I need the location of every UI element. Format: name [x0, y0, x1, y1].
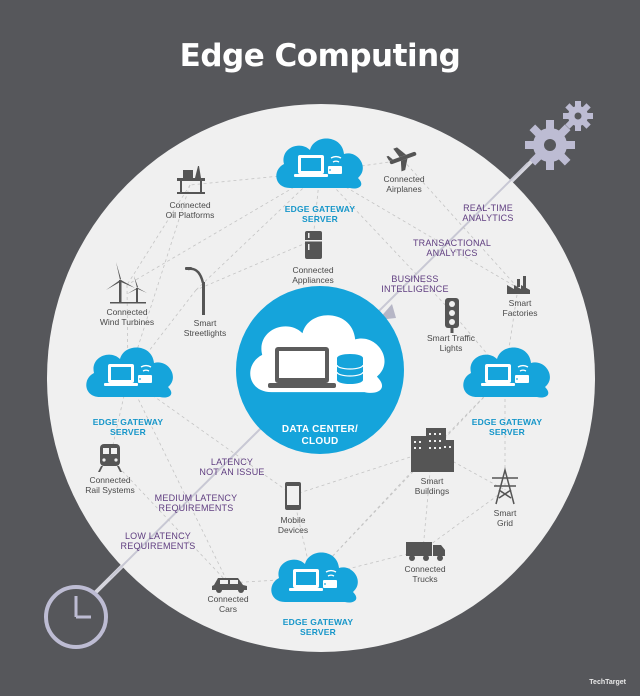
gateway-label-top: EDGE GATEWAY SERVER	[284, 204, 356, 224]
page-title: Edge Computing	[179, 38, 461, 74]
server-icon	[336, 354, 364, 384]
laptop-icon	[268, 347, 336, 388]
gateway-label-bottom: EDGE GATEWAY SERVER	[282, 617, 354, 637]
traffic-lights-label: Smart Traffic Lights	[426, 333, 476, 353]
factory-icon	[507, 276, 530, 294]
gear-icon	[525, 101, 593, 170]
trucks-label: Connected Trucks	[404, 564, 446, 584]
rail-systems-label: Connected Rail Systems	[85, 475, 135, 495]
oil-platform-icon	[177, 166, 205, 194]
business-intelligence-label: BUSINESS INTELLIGENCE	[381, 274, 449, 294]
grid-label: Smart Grid	[493, 508, 517, 528]
wind-turbines-label: Connected Wind Turbines	[99, 307, 155, 327]
cars-label: Connected Cars	[207, 594, 249, 614]
airplane-icon	[386, 147, 417, 172]
data-center-label: DATA CENTER/ CLOUD	[281, 424, 359, 447]
oil-platforms-label: Connected Oil Platforms	[165, 200, 215, 220]
buildings-label: Smart Buildings	[414, 476, 450, 496]
refrigerator-icon	[305, 231, 322, 259]
airplanes-label: Connected Airplanes	[383, 174, 425, 194]
gateway-label-right: EDGE GATEWAY SERVER	[471, 417, 543, 437]
streetlights-label: Smart Streetlights	[183, 318, 227, 338]
traffic-light-icon	[445, 298, 459, 333]
building-icon	[411, 428, 454, 472]
medium-latency-label: MEDIUM LATENCY REQUIREMENTS	[154, 493, 238, 513]
real-time-analytics-label: REAL-TIME ANALYTICS	[462, 203, 514, 223]
transactional-analytics-label: TRANSACTIONAL ANALYTICS	[412, 238, 492, 258]
gateway-label-left: EDGE GATEWAY SERVER	[92, 417, 164, 437]
power-grid-icon	[492, 467, 518, 505]
train-icon	[98, 444, 122, 472]
brand-logo: TechTarget	[589, 679, 626, 686]
factories-label: Smart Factories	[502, 298, 538, 318]
appliances-label: Connected Appliances	[292, 265, 334, 285]
wind-turbine-icon	[106, 262, 147, 304]
mobile-devices-label: Mobile Devices	[277, 515, 309, 535]
car-icon	[212, 578, 247, 593]
clock-icon	[44, 585, 108, 649]
mobile-phone-icon	[285, 482, 301, 510]
latency-not-issue-label: LATENCY NOT AN ISSUE	[199, 457, 265, 477]
truck-icon	[406, 542, 445, 561]
low-latency-label: LOW LATENCY REQUIREMENTS	[120, 531, 196, 551]
streetlight-icon	[185, 267, 205, 315]
